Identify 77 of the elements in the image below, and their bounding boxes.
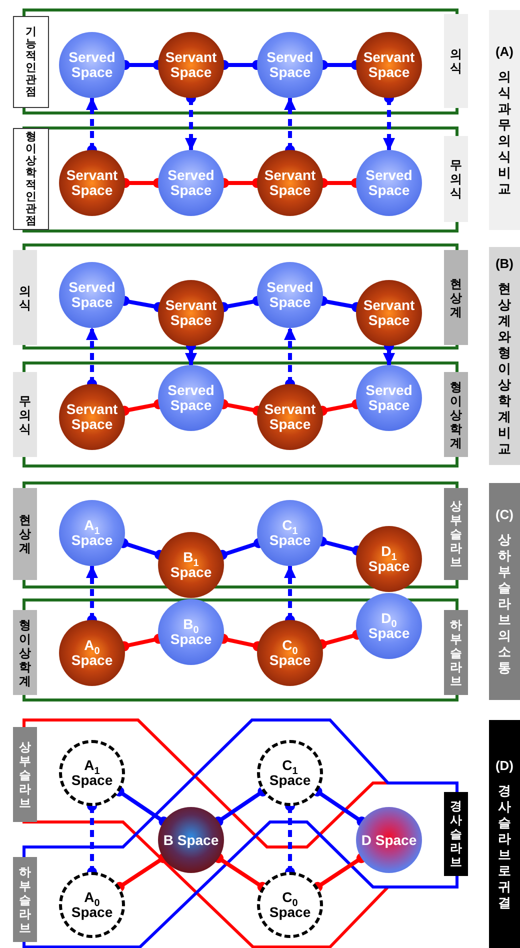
section-title: 경사 슬라브로 귀결 [497,782,512,910]
space-label: C$_{0}$ Space [268,890,312,920]
tab-label: 형이상학적인 관점 [24,131,38,227]
space-label: Served Space [68,280,116,310]
space-label: B$_{0}$ Space [169,617,213,647]
side-tab [13,610,37,695]
space-label: Served Space [68,50,116,80]
side-tab [444,136,468,222]
side-tab [444,250,468,345]
side-tab [13,250,37,345]
tab-label: 경사 슬라브 [448,799,463,869]
tab-label: 무의식 [18,394,32,436]
side-tab [444,488,468,580]
side-tab [13,488,37,580]
space-label: Served Space [364,383,414,413]
section-title: 현상계와 형이상학계 비교 [497,280,512,456]
section-title-panel [489,247,520,465]
space-label: Served Space [166,168,216,198]
space-label: C$_{0}$ Space [268,638,312,668]
link-line [114,786,169,826]
tab-label: 현상계 [18,513,32,555]
side-tab [13,727,37,822]
space-label: Servant Space [65,168,119,198]
space-label: C$_{1}$ Space [268,758,312,788]
space-label: Served Space [266,280,314,310]
space-label: Served Space [266,50,314,80]
tab-label: 기능적인 관점 [24,26,38,98]
section-letter: (B) [495,256,514,270]
space-label: Servant Space [65,402,119,432]
tab-label: 무의식 [448,158,463,200]
space-label: Servant Space [263,168,317,198]
space-label: A$_{1}$ Space [70,758,114,788]
section-letter: (A) [495,44,514,58]
section-title: 의식과 무의식 비교 [497,68,512,196]
viewpoint-label-box [13,16,49,108]
side-tab [444,372,468,457]
side-tab [444,610,468,695]
link-line [214,853,268,892]
side-tab [444,792,468,876]
section-title: 상하부 슬라브의 소통 [497,532,512,676]
tab-label: 상부 슬라브 [448,499,463,569]
space-label: Servant Space [164,298,218,328]
space-label: Servant Space [362,298,416,328]
link-line [213,786,268,826]
link-line [312,853,366,892]
space-label: Servant Space [362,50,416,80]
space-label: B Space [163,832,219,848]
tab-label: 형이상학계 [448,380,463,450]
space-label: Servant Space [164,50,218,80]
link-line [312,786,367,826]
side-tab [13,857,37,942]
space-circle [158,807,224,873]
tab-label: 상부 슬라브 [18,740,32,810]
section-title-panel [489,720,520,948]
space-label: Served Space [364,168,414,198]
section-letter: (C) [495,507,514,522]
space-label: C$_{1}$ Space [268,518,312,548]
tab-label: 하부 슬라브 [18,864,32,934]
side-tab [444,14,468,108]
space-label: D$_{0}$ Space [367,611,411,641]
space-label: B$_{1}$ Space [169,550,213,580]
viewpoint-label-box [13,128,49,230]
section-letter: (D) [495,758,514,772]
space-label: Served Space [166,383,216,413]
tab-label: 의식 [448,47,463,75]
tab-label: 의식 [18,284,32,312]
space-label: A$_{1}$ Space [70,518,114,548]
space-label: D$_{1}$ Space [367,544,411,574]
side-tab [13,372,37,457]
space-label: D Space [361,832,417,848]
tab-label: 현상계 [448,276,463,318]
tab-label: 하부 슬라브 [448,618,463,688]
tab-label: 형이상학계 [18,618,32,688]
space-label: A$_{0}$ Space [70,638,114,668]
section-title-panel [489,483,520,700]
space-label: A$_{0}$ Space [70,890,114,920]
space-label: Servant Space [263,402,317,432]
